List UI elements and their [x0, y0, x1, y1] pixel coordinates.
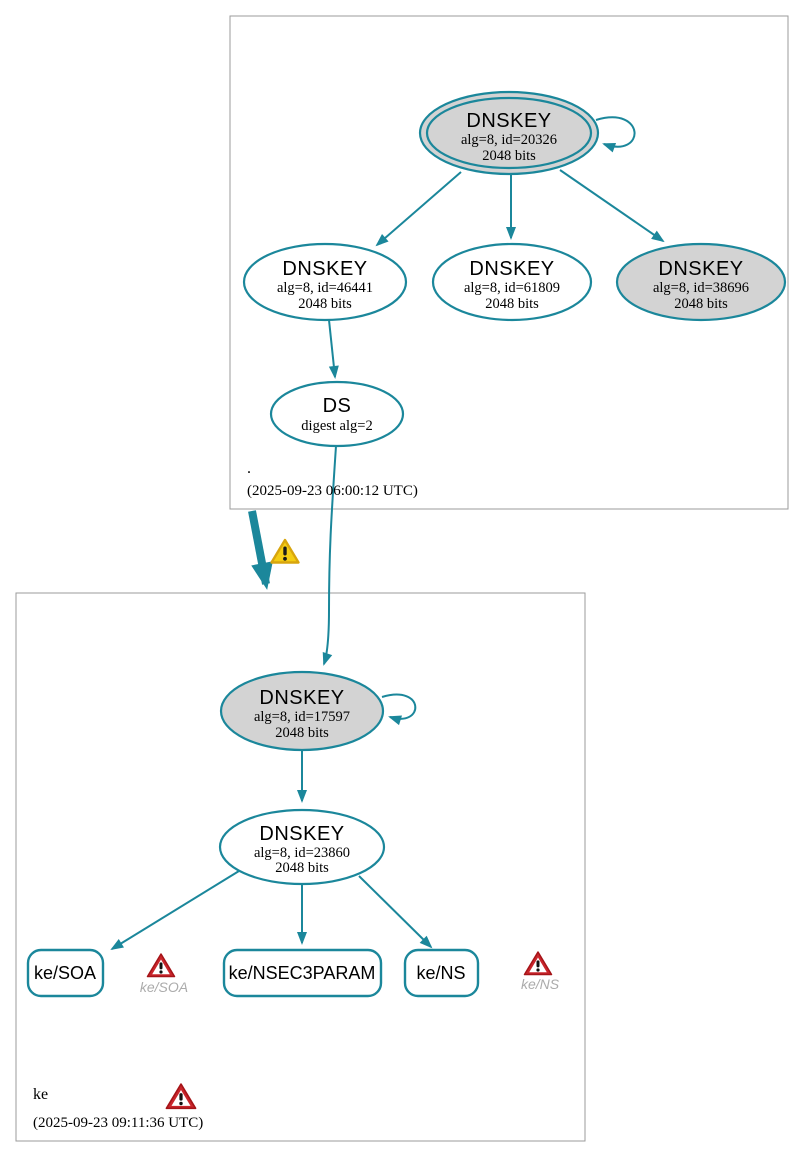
- root-ksk-outer-ellipse[interactable]: [418, 90, 600, 176]
- warning-exclamation-dot: [159, 970, 163, 974]
- ke-zone-timestamp: (2025-09-23 09:11:36 UTC): [33, 1115, 203, 1131]
- warning-exclamation-bar: [179, 1093, 183, 1101]
- node-ke-soa[interactable]: ke/SOA: [26, 948, 105, 998]
- ke-nsec3param-label: ke/NSEC3PARAM: [229, 963, 376, 983]
- root-ksk-title: DNSKEY: [466, 110, 551, 132]
- edge-key46441-to-ds: [328, 319, 339, 379]
- node-root-key-38696[interactable]: DNSKEY alg=8, id=38696 2048 bits: [615, 242, 787, 322]
- node-root-ksk[interactable]: DNSKEY alg=8, id=20326 2048 bits: [418, 90, 600, 176]
- warning-exclamation-dot: [283, 556, 287, 561]
- root-ksk-inner-ellipse: [425, 96, 593, 170]
- warning-ke-soa-label: ke/SOA: [140, 979, 188, 995]
- ke-ns-label: ke/NS: [416, 963, 465, 983]
- node-ke-ksk[interactable]: DNSKEY alg=8, id=17597 2048 bits: [219, 670, 385, 752]
- ke-soa-label: ke/SOA: [34, 963, 96, 983]
- warning-exclamation-bar: [159, 962, 163, 970]
- root-key-38696-detail2: 2048 bits: [674, 296, 728, 312]
- root-ds-detail1: digest alg=2: [301, 418, 372, 434]
- root-key-46441-detail2: 2048 bits: [298, 296, 352, 312]
- node-root-key-46441[interactable]: DNSKEY alg=8, id=46441 2048 bits: [242, 242, 408, 322]
- node-root-ds[interactable]: DS digest alg=2: [269, 380, 405, 448]
- ke-ksk-ellipse[interactable]: [219, 670, 385, 752]
- root-key-38696-detail1: alg=8, id=38696: [653, 280, 749, 296]
- root-key-46441-detail1: alg=8, id=46441: [277, 280, 373, 296]
- node-ke-ns[interactable]: ke/NS: [403, 948, 480, 998]
- ke-zone-name: ke: [33, 1086, 48, 1103]
- ke-zsk-title: DNSKEY: [259, 823, 344, 845]
- ke-ksk-title: DNSKEY: [259, 687, 344, 709]
- root-key-61809-ellipse[interactable]: [431, 242, 593, 322]
- edge-root-ksk-selfloop: [595, 116, 636, 153]
- root-ksk-detail1: alg=8, id=20326: [461, 132, 557, 148]
- warning-exclamation-bar: [536, 960, 540, 968]
- root-zone-name: .: [247, 460, 251, 477]
- edge-ksk-to-key46441: [375, 171, 462, 247]
- warning-ke-ns-label: ke/NS: [521, 976, 560, 992]
- root-key-61809-title: DNSKEY: [469, 258, 554, 280]
- root-key-61809-detail1: alg=8, id=61809: [464, 280, 560, 296]
- warning-exclamation-dot: [179, 1101, 183, 1106]
- ke-zsk-detail2: 2048 bits: [275, 860, 329, 876]
- delegation-warning-icon[interactable]: [270, 538, 300, 564]
- root-zone-timestamp: (2025-09-23 06:00:12 UTC): [247, 483, 418, 499]
- root-key-61809-detail2: 2048 bits: [485, 296, 539, 312]
- edge-zsk-to-soa: [110, 870, 240, 951]
- ke-zsk-detail1: alg=8, id=23860: [254, 845, 350, 861]
- warning-ke-zone[interactable]: [165, 1083, 197, 1110]
- edge-root-to-ke-delegation: [248, 510, 273, 590]
- edge-ds-to-ke-ksk: [322, 445, 337, 666]
- node-ke-zsk[interactable]: DNSKEY alg=8, id=23860 2048 bits: [218, 808, 386, 886]
- warning-exclamation-bar: [283, 546, 287, 556]
- edge-ke-ksk-selfloop: [381, 693, 417, 726]
- ke-soa-rect[interactable]: [26, 948, 105, 998]
- edge-ksk-to-key38696: [559, 169, 665, 243]
- ke-ksk-detail2: 2048 bits: [275, 725, 329, 741]
- root-key-38696-ellipse[interactable]: [615, 242, 787, 322]
- ke-nsec3param-rect[interactable]: [222, 948, 383, 998]
- warning-ke-soa[interactable]: ke/SOA: [140, 953, 188, 995]
- root-key-46441-ellipse[interactable]: [242, 242, 408, 322]
- warning-ke-ns[interactable]: ke/NS: [521, 951, 560, 992]
- edge-zsk-to-ns: [358, 875, 433, 949]
- node-root-key-61809[interactable]: DNSKEY alg=8, id=61809 2048 bits: [431, 242, 593, 322]
- root-ds-title: DS: [323, 395, 352, 417]
- ke-zsk-ellipse[interactable]: [218, 808, 386, 886]
- node-ke-nsec3param[interactable]: ke/NSEC3PARAM: [222, 948, 383, 998]
- root-key-38696-title: DNSKEY: [658, 258, 743, 280]
- root-key-46441-title: DNSKEY: [282, 258, 367, 280]
- root-ksk-detail2: 2048 bits: [482, 148, 536, 164]
- root-ds-ellipse[interactable]: [269, 380, 405, 448]
- warning-exclamation-dot: [536, 968, 540, 972]
- ke-ns-rect[interactable]: [403, 948, 480, 998]
- ke-ksk-detail1: alg=8, id=17597: [254, 709, 350, 725]
